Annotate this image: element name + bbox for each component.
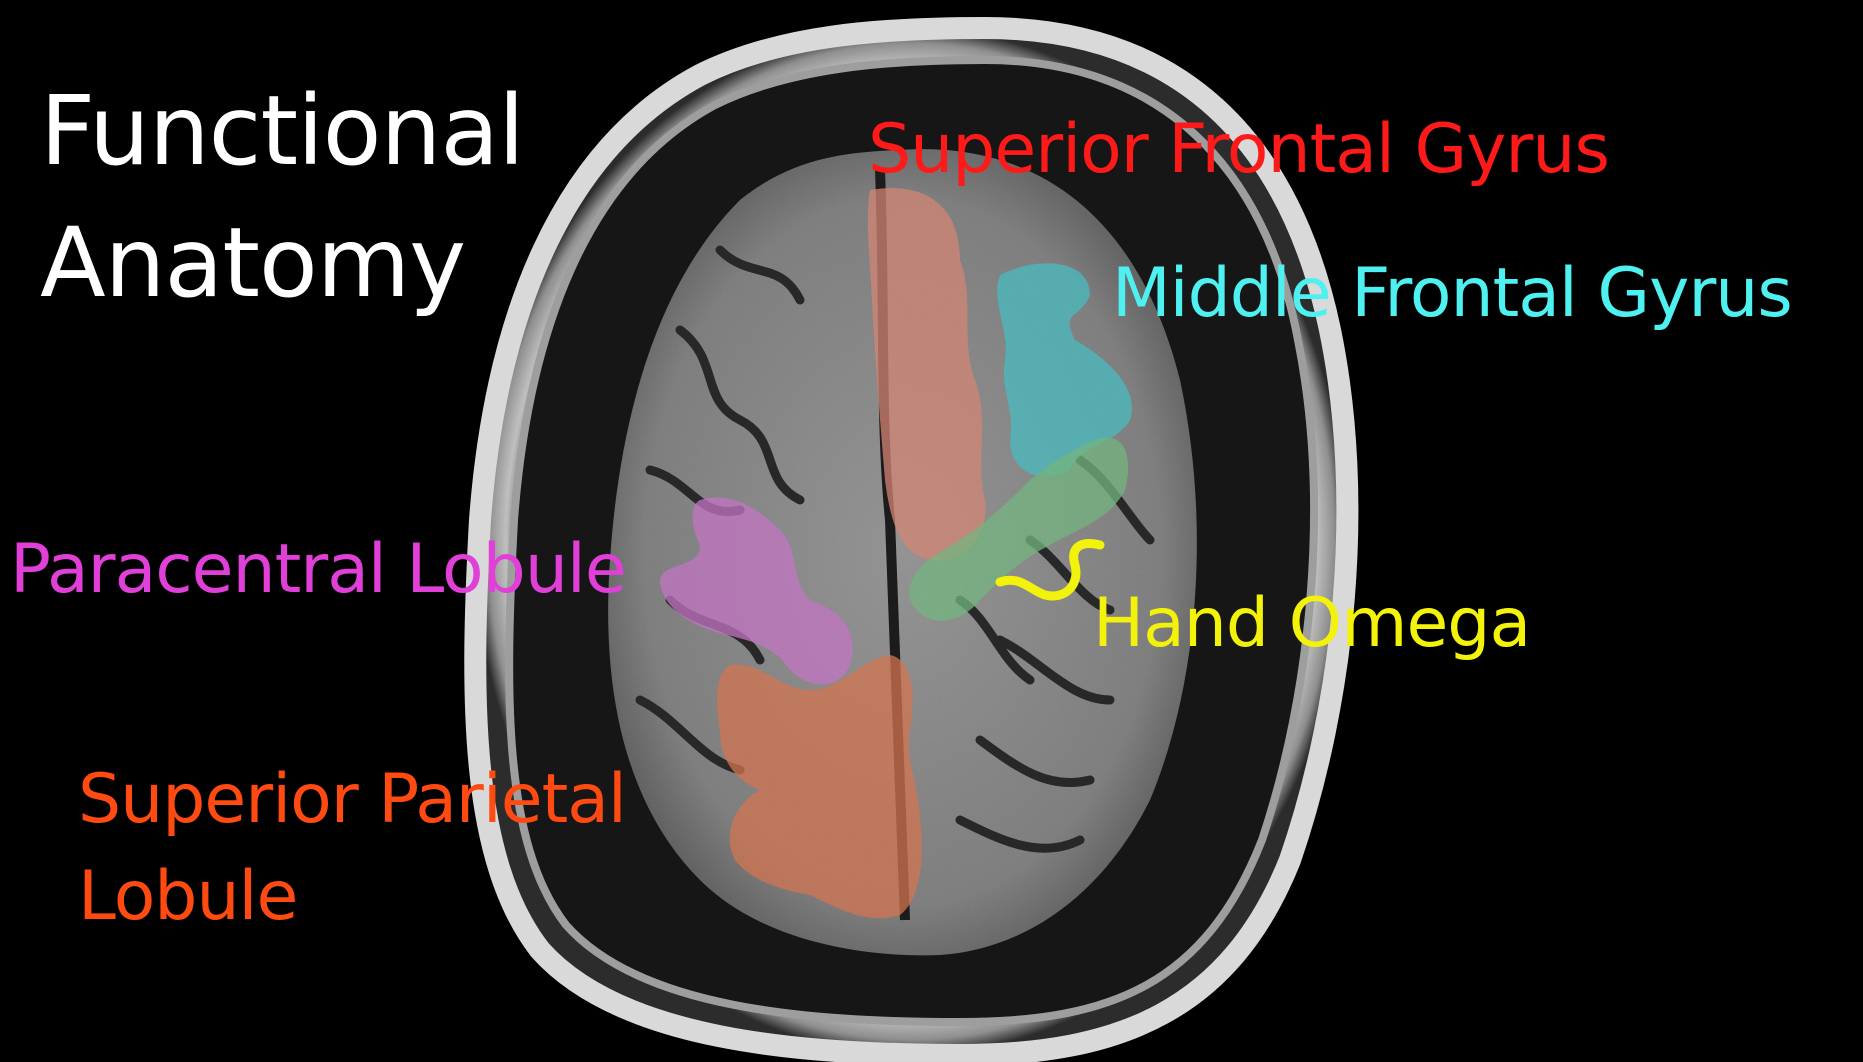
label-superior-parietal-lobule: Superior Parietal Lobule xyxy=(78,752,627,945)
label-superior-parietal-line2: Lobule xyxy=(78,856,298,936)
slide-title: Functional Anatomy xyxy=(40,66,525,329)
label-paracentral-lobule: Paracentral Lobule xyxy=(10,530,627,609)
label-superior-frontal-gyrus: Superior Frontal Gyrus xyxy=(868,110,1610,189)
noise-texture xyxy=(470,20,1370,1060)
label-superior-parietal-line1: Superior Parietal xyxy=(78,760,627,839)
label-middle-frontal-gyrus: Middle Frontal Gyrus xyxy=(1112,254,1793,333)
slide-title-line2: Anatomy xyxy=(40,206,466,319)
slide-title-line1: Functional xyxy=(40,75,525,187)
label-hand-omega: Hand Omega xyxy=(1093,584,1531,663)
